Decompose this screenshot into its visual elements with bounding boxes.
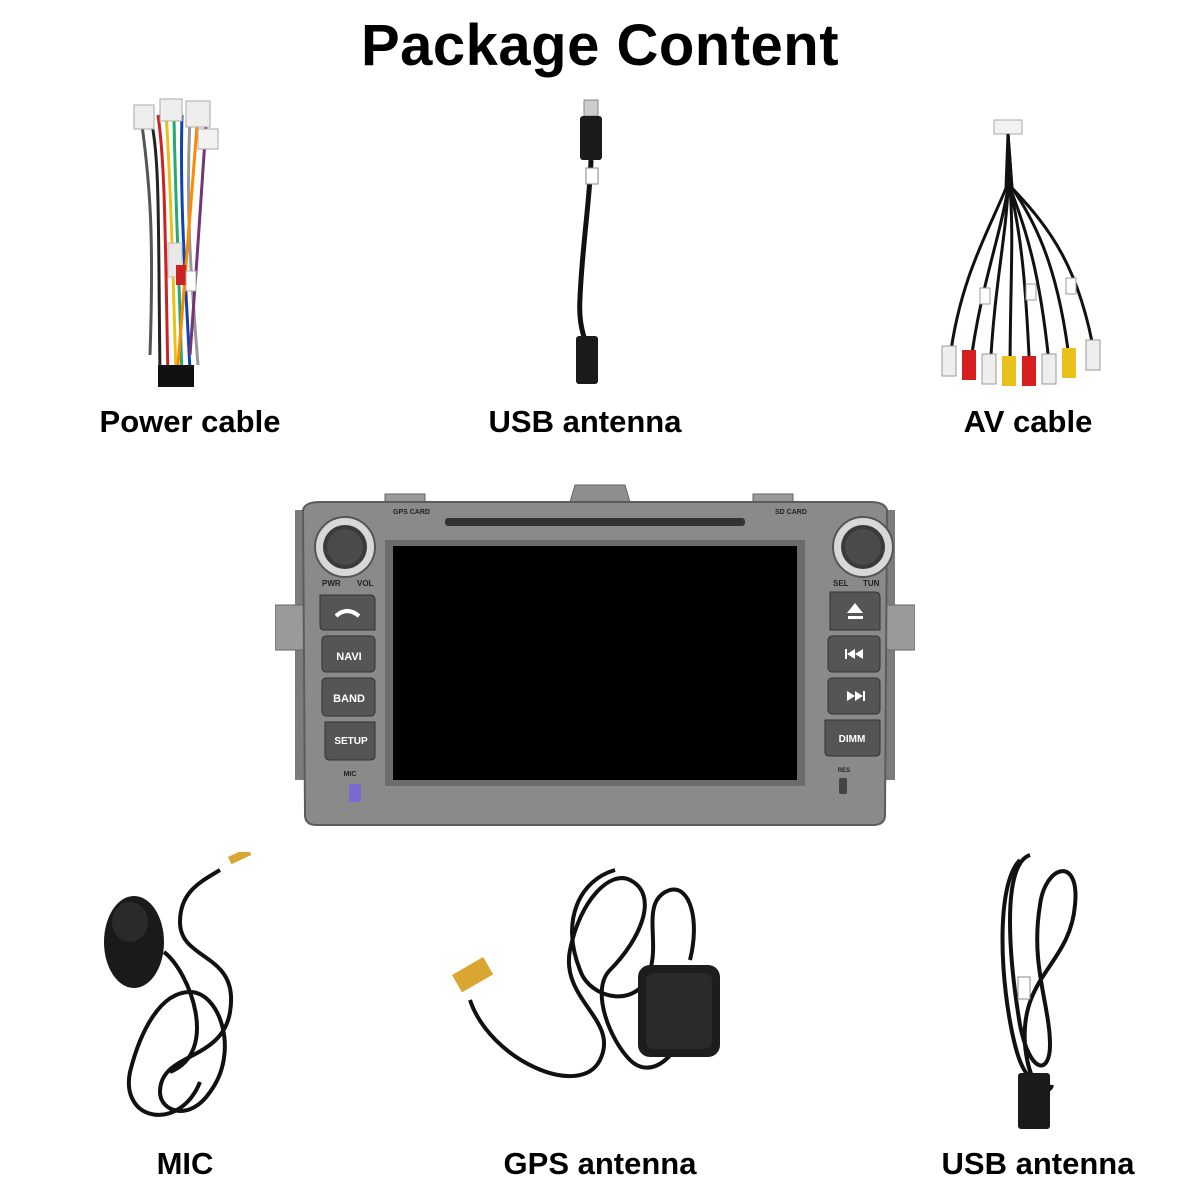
right-button-column: DIMM [824,591,881,757]
head-unit-image: GPS CARD SD CARD PWR VOL SEL TUN NAVI BA… [275,484,915,826]
page-title: Package Content [360,13,840,78]
usb-antenna-bottom-image [1000,853,1078,1129]
gps-card-label: GPS CARD [393,509,430,516]
usb-port [349,784,361,802]
sd-card-label: SD CARD [775,509,807,516]
band-button: BAND [333,693,365,705]
item-label-gps-antenna: GPS antenna [503,1146,697,1181]
item-label-mic: MIC [156,1146,214,1181]
sel-label: SEL [833,579,849,588]
setup-button: SETUP [334,736,368,747]
pwr-label: PWR [322,579,341,588]
vol-label: VOL [357,579,374,588]
res-label: RES [838,768,850,774]
gps-antenna-image [452,868,720,1079]
left-button-column: NAVI BAND SETUP [319,594,376,761]
usb-antenna-top-image [576,99,602,384]
dimm-button: DIMM [839,734,866,745]
navi-button: NAVI [336,651,361,663]
av-cable-image [941,119,1101,386]
item-label-av-cable: AV cable [963,404,1093,439]
display-screen [393,546,797,780]
mic-port-label: MIC [344,771,357,778]
mic-image [104,852,252,1117]
item-label-usb-antenna-bottom: USB antenna [941,1146,1135,1181]
item-label-power-cable: Power cable [99,404,281,439]
tun-label: TUN [863,579,880,588]
power-cable-image [133,98,219,387]
item-label-usb-antenna-top: USB antenna [488,404,682,439]
